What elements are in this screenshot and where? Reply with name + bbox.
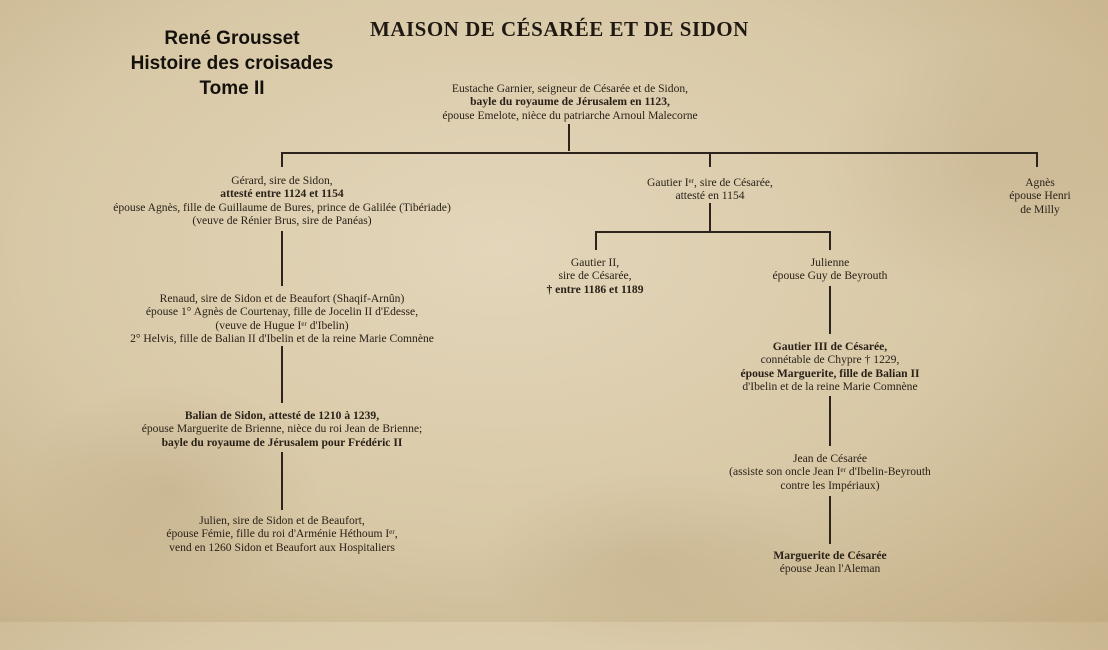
person-marguerite: Marguerite de Césarée épouse Jean l'Alem…	[740, 549, 920, 576]
person-line: Balian de Sidon, attesté de 1210 à 1239,	[184, 409, 380, 422]
person-line: Jean de Césarée	[792, 452, 868, 465]
person-line: attesté entre 1124 et 1154	[220, 187, 344, 201]
person-line: connétable de Chypre † 1229,	[760, 353, 900, 367]
person-line: Gautier Iᵉʳ, sire de Césarée,	[647, 176, 773, 189]
connector-line	[1036, 152, 1038, 167]
person-line: de Milly	[1020, 202, 1060, 216]
person-line: Marguerite de Césarée	[773, 549, 887, 562]
person-line: Julien, sire de Sidon et de Beaufort,	[199, 514, 365, 527]
person-line: 2° Helvis, fille de Balian II d'Ibelin e…	[130, 332, 434, 346]
chart-title: MAISON DE CÉSARÉE ET DE SIDON	[370, 17, 749, 41]
person-line: épouse 1° Agnès de Courtenay, fille de J…	[145, 305, 419, 319]
person-line: Agnès	[1025, 176, 1055, 189]
person-julienne: Julienne épouse Guy de Beyrouth	[740, 256, 920, 283]
genealogy-chart: René Grousset Histoire des croisades Tom…	[20, 17, 1108, 650]
person-line: Renaud, sire de Sidon et de Beaufort (Sh…	[159, 292, 405, 305]
person-line: attesté en 1154	[675, 189, 745, 203]
person-gautier-1: Gautier Iᵉʳ, sire de Césarée, attesté en…	[610, 176, 810, 203]
person-line: épouse Marguerite, fille de Balian II	[740, 366, 920, 380]
person-balian: Balian de Sidon, attesté de 1210 à 1239,…	[72, 409, 492, 449]
connector-line	[595, 231, 597, 250]
person-line: bayle du royaume de Jérusalem pour Frédé…	[161, 435, 403, 449]
person-line: épouse Fémie, fille du roi d'Arménie Hét…	[166, 527, 398, 541]
person-julien: Julien, sire de Sidon et de Beaufort, ép…	[102, 514, 462, 554]
volume-label: Tome II	[199, 78, 265, 99]
person-line: Gérard, sire de Sidon,	[231, 174, 333, 187]
connector-line	[829, 396, 831, 446]
connector-line	[595, 231, 830, 233]
person-line: (veuve de Rénier Brus, sire de Panéas)	[192, 214, 372, 228]
person-line: épouse Emelote, nièce du patriarche Arno…	[442, 108, 698, 122]
person-line: contre les Impériaux)	[780, 478, 880, 492]
person-line: Gautier III de Césarée,	[772, 340, 888, 353]
source-header: René Grousset Histoire des croisades Tom…	[112, 26, 352, 101]
person-line: épouse Marguerite de Brienne, nièce du r…	[141, 422, 423, 436]
connector-line	[281, 152, 1037, 154]
person-line: épouse Guy de Beyrouth	[772, 269, 888, 283]
person-line: bayle du royaume de Jérusalem en 1123,	[470, 95, 670, 109]
connector-line	[709, 152, 711, 167]
person-line: Gautier II,	[570, 256, 620, 269]
connector-line	[281, 346, 283, 403]
person-line: Eustache Garnier, seigneur de Césarée et…	[451, 82, 689, 95]
person-line: † entre 1186 et 1189	[546, 282, 644, 296]
person-renaud: Renaud, sire de Sidon et de Beaufort (Sh…	[52, 292, 512, 346]
work-title-label: Histoire des croisades	[130, 53, 334, 74]
connector-line	[829, 286, 831, 334]
person-line: épouse Agnès, fille de Guillaume de Bure…	[113, 200, 451, 214]
person-line: épouse Henri	[1009, 189, 1071, 203]
person-line: sire de Césarée,	[558, 269, 632, 283]
connector-line	[829, 496, 831, 544]
connector-line	[281, 452, 283, 510]
person-gerard: Gérard, sire de Sidon, attesté entre 112…	[52, 174, 512, 228]
connector-line	[829, 231, 831, 250]
connector-line	[281, 231, 283, 286]
person-jean: Jean de Césarée (assiste son oncle Jean …	[680, 452, 980, 492]
person-gautier-3: Gautier III de Césarée, connétable de Ch…	[690, 340, 970, 394]
person-line: d'Ibelin et de la reine Marie Comnène	[742, 380, 918, 394]
connector-line	[709, 203, 711, 231]
person-line: (assiste son oncle Jean Iᵉʳ d'Ibelin-Bey…	[729, 465, 931, 479]
person-line: vend en 1260 Sidon et Beaufort aux Hospi…	[169, 540, 395, 554]
person-agnes: Agnès épouse Henri de Milly	[992, 176, 1088, 216]
person-eustache-garnier: Eustache Garnier, seigneur de Césarée et…	[395, 82, 745, 122]
author-label: René Grousset	[164, 28, 300, 49]
person-gautier-2: Gautier II, sire de Césarée, † entre 118…	[520, 256, 670, 296]
connector-line	[281, 152, 283, 167]
connector-line	[568, 124, 570, 151]
person-line: Julienne	[810, 256, 850, 269]
person-line: épouse Jean l'Aleman	[779, 562, 881, 576]
person-line: (veuve de Hugue Iᵉʳ d'Ibelin)	[215, 318, 349, 332]
